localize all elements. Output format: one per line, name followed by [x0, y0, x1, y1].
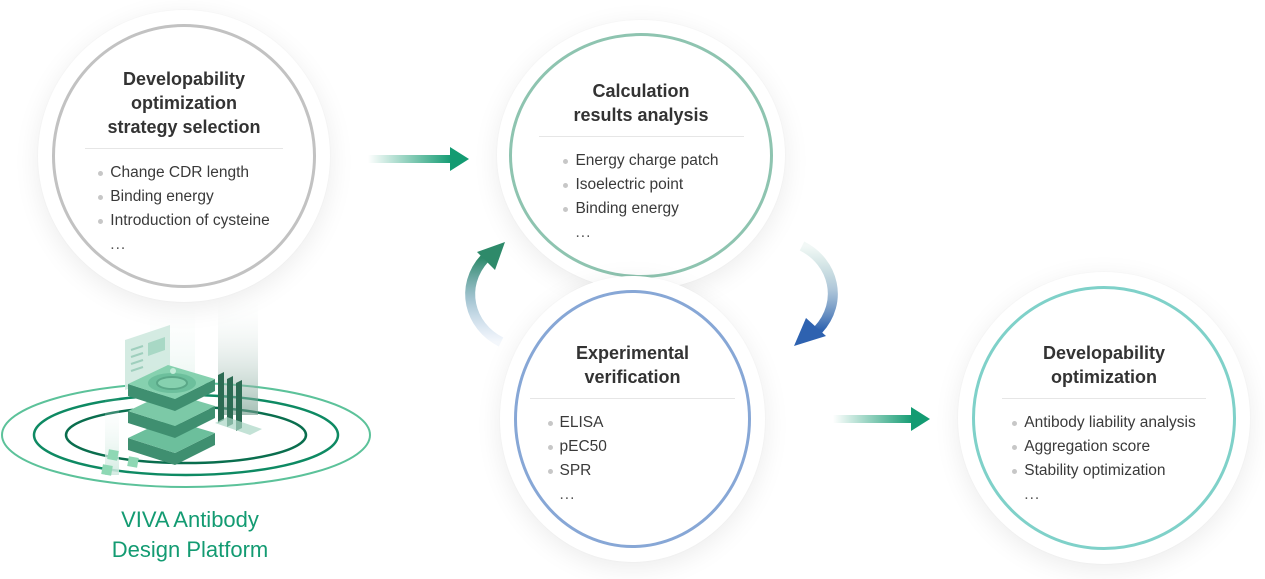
- list-item: Energy charge patch: [563, 149, 719, 173]
- list-item-text: SPR: [559, 462, 592, 479]
- list-item: Isoelectric point: [563, 173, 718, 197]
- node-title: Calculation results analysis: [573, 79, 708, 127]
- ellipsis: ...: [1024, 486, 1041, 503]
- arrow-right-icon: [833, 407, 930, 431]
- list-item-text: ELISA: [559, 414, 604, 431]
- node-calculation-results-analysis: Calculation results analysis Energy char…: [497, 20, 785, 290]
- bullet-icon: [563, 183, 569, 188]
- list-item-text: Binding energy: [575, 200, 679, 217]
- platform-title: VIVA Antibody Design Platform: [0, 505, 380, 565]
- bullet-icon: [98, 219, 104, 224]
- node-title: Experimental verification: [576, 341, 689, 389]
- divider: [538, 136, 744, 137]
- list-item: Aggregation score: [1012, 435, 1195, 459]
- platform-title-line1: VIVA Antibody: [121, 507, 259, 532]
- server-stack-icon: [128, 365, 215, 465]
- node-title-line: optimization: [1050, 367, 1157, 387]
- curved-arrow-down-icon: [794, 241, 838, 346]
- list-item: Binding energy: [98, 185, 269, 209]
- list-item: ELISA: [547, 411, 718, 435]
- list-item: Binding energy: [563, 197, 718, 221]
- node-title-line: results analysis: [573, 105, 709, 125]
- node-experimental-verification: Experimental verification ELISA pEC50 SP…: [500, 276, 765, 562]
- list-item-text: pEC50: [559, 438, 607, 455]
- ellipsis: ...: [559, 486, 576, 503]
- list-item: Stability optimization: [1012, 459, 1195, 483]
- node-ring: [52, 24, 316, 288]
- list-item: Antibody liability analysis: [1012, 411, 1196, 435]
- bullet-icon: [1012, 445, 1018, 450]
- node-ring: [509, 33, 773, 278]
- node-ring: [514, 290, 751, 548]
- ellipsis: ...: [575, 224, 592, 241]
- node-item-list: Energy charge patch Isoelectric point Bi…: [563, 149, 719, 245]
- divider: [85, 148, 283, 149]
- list-item-text: Energy charge patch: [575, 152, 719, 169]
- curved-arrow-up-icon: [465, 242, 505, 347]
- list-item: pEC50: [547, 435, 718, 459]
- bullet-icon: [98, 171, 104, 176]
- list-item-text: Antibody liability analysis: [1024, 414, 1196, 431]
- bullet-icon: [563, 159, 569, 164]
- list-item-text: Aggregation score: [1024, 438, 1151, 455]
- list-item-text: Isoelectric point: [575, 176, 684, 193]
- list-item-text: Change CDR length: [110, 164, 250, 181]
- list-item: Introduction of cysteine: [98, 209, 270, 233]
- bullet-icon: [98, 195, 104, 200]
- node-title-line: Developability: [122, 69, 246, 89]
- platform-illustration: [1, 295, 371, 488]
- node-title-line: Calculation: [592, 81, 690, 101]
- ellipsis: ...: [110, 236, 127, 253]
- bullet-icon: [1012, 469, 1018, 474]
- node-title-line: verification: [584, 367, 681, 387]
- divider: [530, 398, 735, 399]
- bullet-icon: [547, 421, 553, 426]
- node-ring: [972, 286, 1236, 550]
- node-developability-optimization: Developability optimization Antibody lia…: [958, 272, 1250, 564]
- node-item-list: Change CDR length Binding energy Introdu…: [98, 161, 270, 257]
- list-item: SPR: [547, 459, 718, 483]
- node-item-list: Antibody liability analysis Aggregation …: [1012, 411, 1196, 507]
- list-item-text: Binding energy: [110, 188, 214, 205]
- bullet-icon: [1012, 421, 1018, 426]
- bullet-icon: [547, 469, 553, 474]
- bullet-icon: [563, 207, 569, 212]
- node-strategy-selection: Developability optimization strategy sel…: [38, 10, 330, 302]
- list-item-text: Introduction of cysteine: [110, 212, 270, 229]
- node-title-line: Experimental: [575, 343, 690, 363]
- bar-chart-icon: [215, 372, 262, 435]
- node-title-line: Developability: [1042, 343, 1166, 363]
- platform-title-line2: Design Platform: [111, 537, 269, 562]
- list-item: Change CDR length: [98, 161, 269, 185]
- cube-icons: [101, 449, 139, 476]
- node-item-list: ELISA pEC50 SPR ...: [547, 411, 718, 507]
- bullet-icon: [547, 445, 553, 450]
- node-title-line: optimization: [131, 93, 237, 113]
- node-title: Developability optimization strategy sel…: [107, 67, 260, 139]
- node-title: Developability optimization: [1043, 341, 1165, 389]
- divider: [1002, 398, 1206, 399]
- arrow-right-icon: [368, 147, 469, 171]
- list-item-text: Stability optimization: [1024, 462, 1166, 479]
- node-title-line: strategy selection: [107, 117, 261, 137]
